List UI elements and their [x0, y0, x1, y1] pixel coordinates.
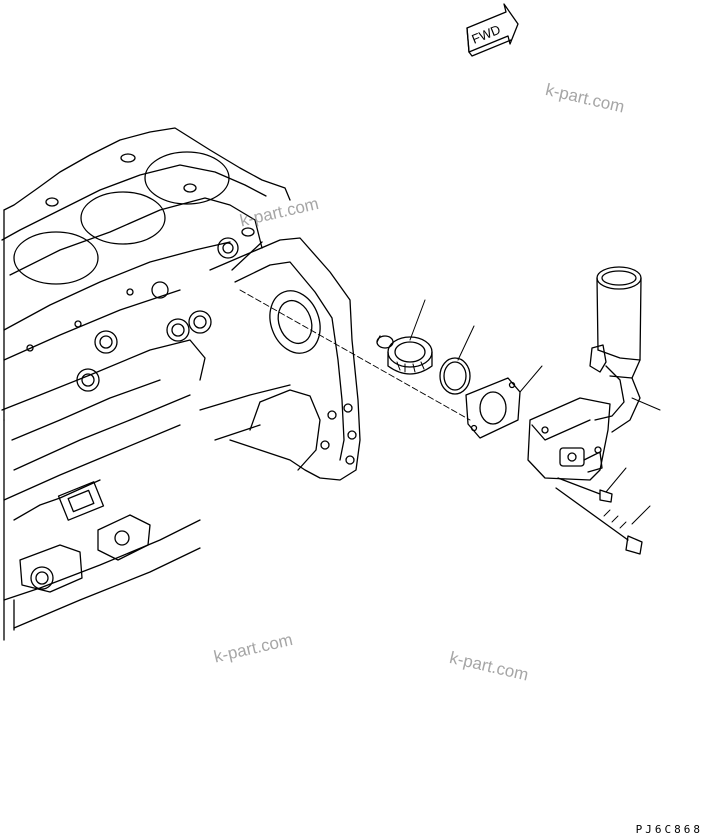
leader-lines: [409, 299, 661, 525]
cylinder-bore: [80, 191, 166, 245]
bolt-long: [555, 487, 643, 555]
cylinder-bore: [144, 151, 230, 205]
fwd-arrow: FWD: [466, 3, 519, 57]
drawing-code: PJ6C868: [635, 823, 703, 836]
cylinder-bore: [13, 231, 99, 285]
thermostat: [376, 335, 433, 375]
gasket: [465, 377, 521, 439]
bolt-short: [557, 477, 613, 503]
thermostat-housing: [527, 266, 642, 481]
engine-block: [1, 127, 471, 641]
seal-ring: [439, 357, 471, 395]
